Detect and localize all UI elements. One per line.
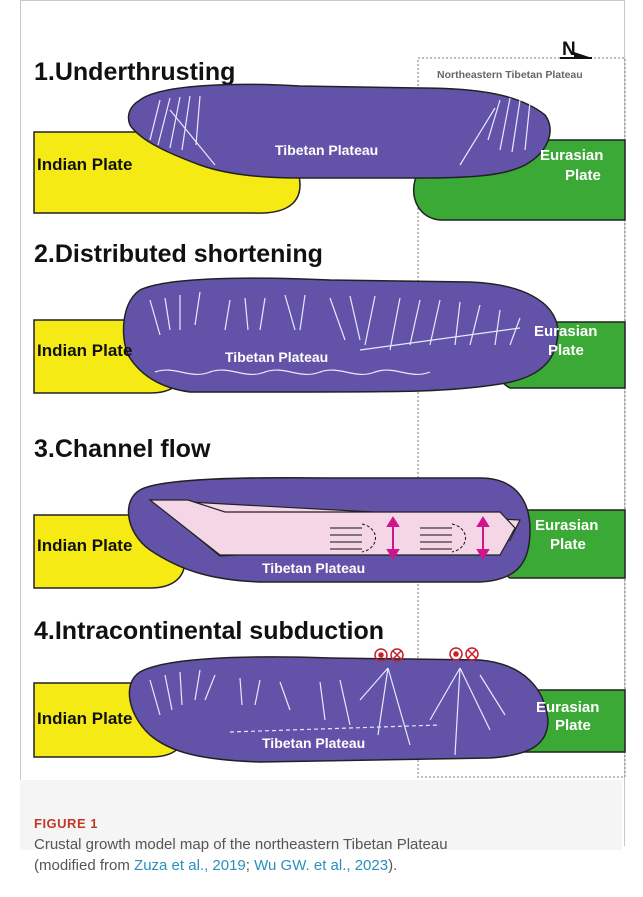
north-arrow-icon: N (560, 39, 592, 60)
panel-4-right-plate-label-1: Eurasian (536, 699, 599, 716)
panel-3-title: 3.Channel flow (34, 435, 211, 463)
panel-2-center-label: Tibetan Plateau (225, 349, 328, 365)
caption-text-3: ). (388, 857, 397, 874)
reference-link-1[interactable]: Zuza et al., 2019 (134, 857, 246, 874)
panel-4-center-label: Tibetan Plateau (262, 735, 365, 751)
panel-3-center-label: Tibetan Plateau (262, 560, 365, 576)
panel-4-right-plate-label-2: Plate (555, 717, 591, 734)
figure-caption: Crustal growth model map of the northeas… (34, 834, 614, 876)
panel-2-tibetan-plateau (124, 278, 558, 392)
panel-1-left-plate-label: Indian Plate (37, 155, 132, 174)
panel-2-right-plate-label-2: Plate (548, 342, 584, 359)
region-box-label: Northeastern Tibetan Plateau (437, 69, 583, 81)
tectonic-diagram: Northeastern Tibetan Plateau N 1.Underth… (0, 0, 643, 790)
panel-2-title: 2.Distributed shortening (34, 240, 323, 268)
panel-3-right-plate-label-2: Plate (550, 536, 586, 553)
panel-3-left-plate-label: Indian Plate (37, 536, 132, 555)
panel-1-title: 1.Underthrusting (34, 58, 235, 86)
reference-link-2[interactable]: Wu GW. et al., 2023 (254, 857, 388, 874)
panel-4-title: 4.Intracontinental subduction (34, 617, 384, 645)
caption-text-2: (modified from (34, 857, 134, 874)
caption-text-1: Crustal growth model map of the northeas… (34, 836, 448, 853)
panel-2-right-plate-label-1: Eurasian (534, 323, 597, 340)
north-label: N (562, 39, 576, 60)
panel-1-right-plate-label-1: Eurasian (540, 147, 603, 164)
panel-1-right-plate-label-2: Plate (565, 167, 601, 184)
panel-3-right-plate-label-1: Eurasian (535, 517, 598, 534)
panel-4-left-plate-label: Indian Plate (37, 709, 132, 728)
caption-sep: ; (246, 857, 254, 874)
figure-label: FIGURE 1 (34, 816, 98, 831)
panel-1-center-label: Tibetan Plateau (275, 142, 378, 158)
panel-2-left-plate-label: Indian Plate (37, 341, 132, 360)
